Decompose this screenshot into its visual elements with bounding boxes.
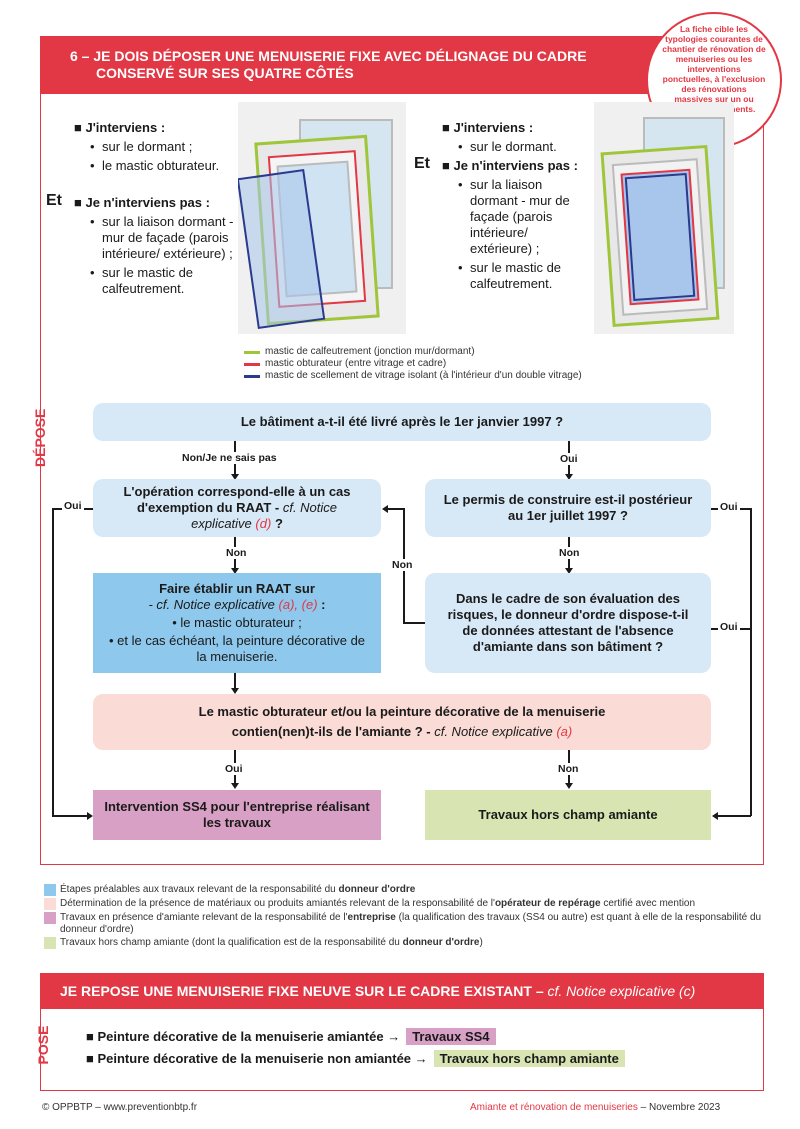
tag-ss4: Travaux SS4: [406, 1028, 496, 1045]
key-item: Détermination de la présence de matériau…: [44, 898, 764, 910]
et-label: Et: [46, 192, 62, 209]
question-asbestos-data: Dans le cadre de son évaluation des risq…: [425, 573, 711, 673]
arrow-left-icon: [712, 812, 718, 820]
repose-line-non-amiantee: ■ Peinture décorative de la menuiserie n…: [86, 1050, 625, 1067]
list-item: sur le mastic de calfeutrement.: [90, 265, 234, 297]
arrow-down-icon: [565, 783, 573, 789]
connector: [717, 815, 751, 817]
connector: [234, 673, 236, 691]
window-diagram-right: [594, 102, 734, 334]
left-interviens: ■ J'interviens : sur le dormant ; le mas…: [74, 120, 234, 174]
arrow-down-icon: [231, 783, 239, 789]
branch-label: Oui: [223, 763, 245, 775]
legend-item: mastic de scellement de vitrage isolant …: [244, 370, 664, 382]
legend-item: mastic obturateur (entre vitrage et cadr…: [244, 358, 664, 370]
list-item: sur le dormant.: [458, 139, 602, 155]
connector: [750, 508, 752, 816]
et-label: Et: [414, 155, 430, 172]
list-item: le mastic obturateur.: [90, 158, 234, 174]
key-item: Étapes préalables aux travaux relevant d…: [44, 884, 764, 896]
branch-label: Non: [224, 547, 249, 559]
tag-hors-champ: Travaux hors champ amiante: [433, 1050, 625, 1067]
list-item: sur le mastic de calfeutrement.: [458, 260, 592, 292]
pose-label: POSE: [35, 1025, 51, 1065]
branch-label: Non: [557, 547, 582, 559]
mastic-legend: mastic de calfeutrement (jonction mur/do…: [244, 346, 664, 382]
question-building-permit: Le permis de construire est-il postérieu…: [425, 479, 711, 537]
branch-label: Non: [390, 559, 415, 571]
arrow-down-icon: [565, 474, 573, 480]
arrow-left-icon: [382, 505, 388, 513]
arrow-right-icon: [87, 812, 93, 820]
branch-label: Oui: [718, 501, 740, 513]
section-6-title: 6 – JE DOIS DÉPOSER UNE MENUISERIE FIXE …: [70, 48, 587, 81]
right-ninterviens: ■ Je n'interviens pas : sur la liaison d…: [442, 158, 592, 292]
question-raat-exemption: L'opération correspond-elle à un cas d'e…: [93, 479, 381, 537]
arrow-down-icon: [231, 688, 239, 694]
footer-doc-title: Amiante et rénovation de menuiseries – N…: [470, 1102, 721, 1113]
branch-label: Oui: [718, 621, 740, 633]
connector: [403, 622, 425, 624]
legend-item: mastic de calfeutrement (jonction mur/do…: [244, 346, 664, 358]
arrow-down-icon: [231, 474, 239, 480]
repose-title: JE REPOSE UNE MENUISERIE FIXE NEUVE SUR …: [40, 973, 764, 1009]
window-diagram-left: [236, 102, 406, 334]
branch-label: Non: [556, 763, 581, 775]
section-6-title-bar: [40, 36, 764, 94]
raat-step: Faire établir un RAAT sur - cf. Notice e…: [93, 573, 381, 673]
key-item: Travaux en présence d'amiante relevant d…: [44, 912, 764, 935]
color-key: Étapes préalables aux travaux relevant d…: [44, 884, 764, 949]
branch-label: Oui: [558, 453, 580, 465]
question-delivery-date: Le bâtiment a-t-il été livré après le 1e…: [93, 403, 711, 441]
branch-label: Non/Je ne sais pas: [180, 452, 279, 464]
repose-line-amiantee: ■ Peinture décorative de la menuiserie a…: [86, 1028, 496, 1045]
arrow-down-icon: [565, 568, 573, 574]
key-item: Travaux hors champ amiante (dont la qual…: [44, 937, 764, 949]
question-contains-asbestos: Le mastic obturateur et/ou la peinture d…: [93, 694, 711, 750]
list-item: sur la liaison dormant - mur de façade (…: [458, 177, 592, 257]
list-item: sur la liaison dormant - mur de façade (…: [90, 214, 234, 262]
list-item: sur le dormant ;: [90, 139, 234, 155]
left-ninterviens: ■ Je n'interviens pas : sur la liaison d…: [74, 195, 234, 297]
depose-label: DÉPOSE: [32, 408, 48, 467]
branch-label: Oui: [62, 500, 84, 512]
connector: [387, 508, 404, 510]
right-interviens: ■ J'interviens : sur le dormant.: [442, 120, 602, 155]
footer-copyright: © OPPBTP – www.preventionbtp.fr: [42, 1102, 198, 1113]
result-hors-champ: Travaux hors champ amiante: [425, 790, 711, 840]
connector: [52, 815, 88, 817]
result-ss4: Intervention SS4 pour l'entreprise réali…: [93, 790, 381, 840]
connector: [52, 508, 54, 816]
arrow-down-icon: [231, 568, 239, 574]
